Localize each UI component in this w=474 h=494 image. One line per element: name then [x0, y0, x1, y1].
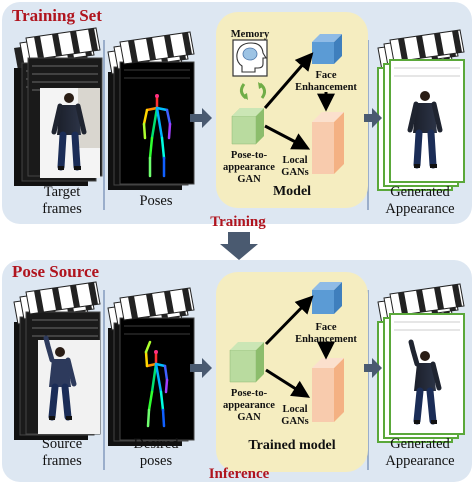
cube-icon: [312, 112, 344, 174]
divider: [103, 290, 105, 470]
divider: [103, 40, 105, 210]
generated-appearance-caption: Generated Appearance: [385, 436, 455, 469]
flow-arrow-icon: [190, 108, 212, 128]
person-figure-icon: [407, 91, 443, 169]
brain-head-icon: [232, 39, 268, 77]
cube-icon: [231, 108, 264, 145]
skeleton-pose-icon: [142, 94, 172, 178]
desired-poses-caption: Desired poses: [133, 436, 179, 469]
training-stage-label: Training: [210, 214, 266, 230]
pose-source-title: Pose Source: [12, 262, 100, 281]
person-figure-icon: [43, 335, 77, 421]
source-frames-caption: Source frames: [41, 436, 83, 469]
skeleton-pose-icon: [144, 340, 169, 428]
face-enhancement-label: Face Enhancement: [295, 322, 357, 345]
cube-icon: [229, 342, 264, 383]
local-gans-label: Local GANs: [281, 155, 309, 178]
face-enhancement-label: Face Enhancement: [295, 70, 357, 93]
clapperboard-icon: [107, 287, 195, 446]
person-figure-icon: [51, 93, 87, 171]
generated-appearance-caption: Generated Appearance: [385, 184, 455, 217]
person-figure-icon: [408, 339, 442, 425]
down-arrow-icon: [220, 232, 258, 260]
flow-arrow-icon: [364, 358, 382, 378]
flow-arrow-icon: [190, 358, 212, 378]
pose-gan-label: Pose-to- appearance GAN: [223, 388, 275, 423]
poses-caption: Poses: [139, 193, 173, 209]
model-title: Model: [272, 184, 312, 199]
training-set-title: Training Set: [12, 6, 102, 25]
memory-label: Memory: [230, 29, 270, 40]
local-gans-label: Local GANs: [281, 404, 309, 427]
cube-icon: [312, 34, 342, 64]
cube-icon: [312, 282, 342, 314]
pose-gan-label: Pose-to- appearance GAN: [223, 150, 275, 185]
trained-model-title: Trained model: [248, 438, 336, 453]
target-frames-caption: Target frames: [42, 184, 82, 217]
cube-icon: [312, 358, 344, 422]
inference-stage-label: Inference: [208, 466, 270, 482]
flow-arrow-icon: [364, 108, 382, 128]
